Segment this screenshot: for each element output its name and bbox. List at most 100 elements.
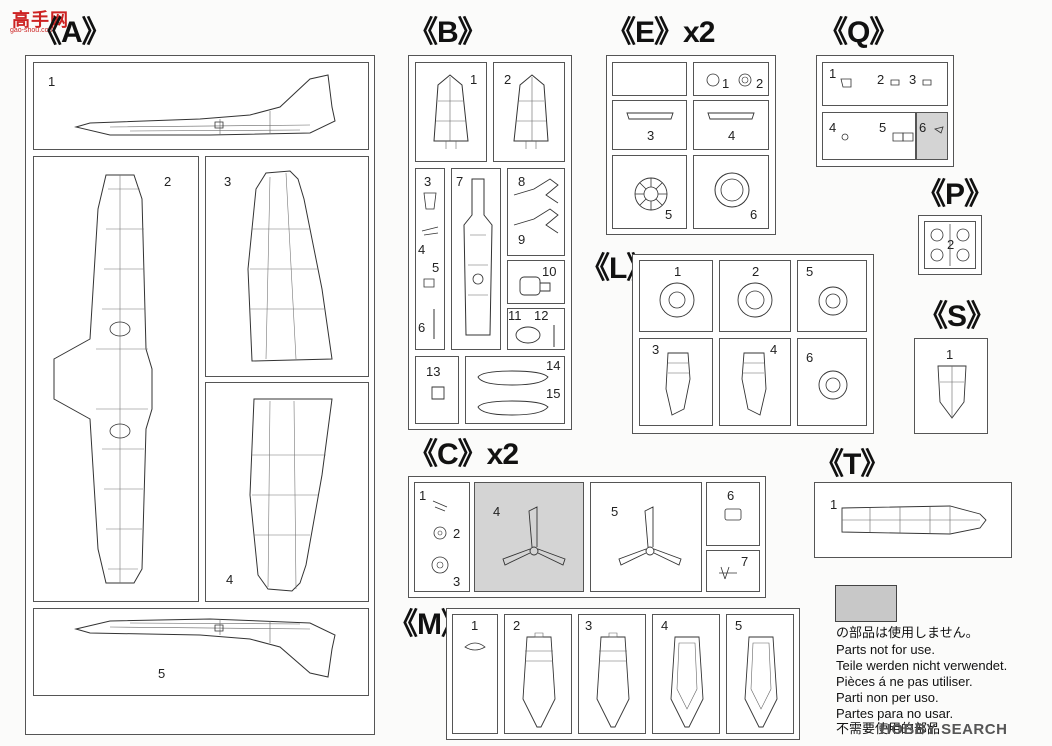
tail-fin-left-drawing: [428, 71, 472, 151]
sprue-q-parts-4-5-cell: 4 5: [822, 112, 916, 160]
sprue-q-parts-1-3-cell: 1 2 3: [822, 62, 948, 106]
part-number: 3: [585, 618, 593, 633]
sprue-a-part-5-cell: 5: [33, 608, 369, 696]
sprue-e-header: 《E》x2: [606, 16, 715, 49]
small-q-parts-drawing: [839, 75, 943, 91]
radial-engine-drawing: [631, 174, 671, 214]
sprue-b-part-7-cell: 7: [451, 168, 501, 350]
part-number: 1: [471, 618, 479, 633]
sprue-c-header: 《C》x2: [408, 438, 519, 471]
sprue-a-part-1-cell: 1: [33, 62, 369, 150]
sprue-e-part-6-cell: 6: [693, 155, 769, 229]
part-number: 1: [946, 347, 954, 362]
sprue-m-part-2-cell: 2: [504, 614, 572, 734]
part-number: 1: [419, 488, 427, 503]
part-number: 6: [919, 120, 927, 135]
sprue-p-header: 《P》: [916, 178, 994, 211]
part-number: 5: [611, 504, 619, 519]
part-number: 2: [947, 237, 955, 252]
sprue-c-part-4-unused-cell: 4: [474, 482, 584, 592]
canopy-drawing: [932, 362, 972, 422]
nacelle-part-m5-drawing: [741, 629, 781, 731]
sprue-c-part-5-cell: 5: [590, 482, 702, 592]
engine-nacelle-right-drawing: [736, 349, 772, 421]
part-number: 2: [756, 76, 764, 91]
cowling-front-drawing: [656, 279, 698, 321]
spinner-parts-drawing: [429, 497, 459, 581]
part-number: 2: [513, 618, 521, 633]
three-blade-propeller-2-drawing: [617, 503, 683, 569]
part-number: 2: [504, 72, 512, 87]
sprue-l-part-2-cell: 2: [719, 260, 791, 332]
cowling-flap-2-drawing: [814, 365, 852, 405]
sprue-a-part-2-cell: 2: [33, 156, 199, 602]
part-number: 6: [418, 320, 426, 335]
sprue-b-parts-14-15-cell: 14 15: [465, 356, 565, 424]
sprue-l-part-4-cell: 4: [719, 338, 791, 426]
sprue-e-part-4-cell: 4: [693, 100, 769, 150]
sprue-m-part-1-cell: 1: [452, 614, 498, 734]
part-number: 3: [424, 174, 432, 189]
cowling-flap-drawing: [814, 281, 852, 321]
tail-fin-right-drawing: [510, 71, 554, 151]
sprue-c-part-7-cell: 7: [706, 550, 760, 592]
sprue-l-part-1-cell: 1: [639, 260, 713, 332]
part-number: 3: [224, 174, 232, 189]
landing-gear-drawing: [510, 175, 564, 245]
part-number: 7: [741, 554, 749, 569]
part-number: 2: [752, 264, 760, 279]
part-4-drawing: [706, 109, 756, 123]
sprue-e-part-3-cell: 3: [612, 100, 687, 150]
sprue-l-part-6-cell: 6: [797, 338, 867, 426]
part-number: 13: [426, 364, 441, 379]
sprue-m-part-3-cell: 3: [578, 614, 646, 734]
fuselage-half-right-drawing: [70, 615, 360, 685]
part-number: 14: [546, 358, 561, 373]
part-number: 4: [770, 342, 778, 357]
part-number: 4: [661, 618, 669, 633]
sprue-m-part-4-cell: 4: [652, 614, 720, 734]
legend-line-it: Parti non per uso.: [836, 690, 939, 705]
legend-line-zh: 不需要使用的部品: [836, 721, 941, 736]
sprue-b-header: 《B》: [408, 16, 488, 49]
legend-line-en: Parts not for use.: [836, 642, 935, 657]
part-c7-drawing: [715, 563, 745, 585]
part-number: 4: [418, 242, 426, 257]
part-number: 5: [665, 207, 673, 222]
sprue-b-parts-8-9-cell: 8 9: [507, 168, 565, 256]
part-number: 4: [829, 120, 837, 135]
sprue-a-part-3-cell: 3: [205, 156, 369, 377]
part-3-drawing: [625, 109, 675, 123]
part-number: 3: [652, 342, 660, 357]
lower-wing-drawing: [48, 169, 158, 589]
logo-text: 高手网: [12, 10, 69, 30]
legend-line-es: Partes para no usar.: [836, 706, 954, 721]
cowling-ring-drawing: [712, 170, 752, 210]
legend-line-ja: の部品は使用しません。: [836, 625, 979, 640]
part-number: 12: [534, 308, 549, 323]
part-number: 6: [750, 207, 758, 222]
sprue-a-part-4-cell: 4: [205, 382, 369, 602]
part-number: 5: [879, 120, 887, 135]
drop-tanks-drawing: [472, 367, 552, 419]
sprue-e-empty-cell: [612, 62, 687, 96]
logo-url: gao-shou.com: [10, 27, 55, 34]
part-number: 4: [493, 504, 501, 519]
cowling-front-2-drawing: [734, 279, 776, 321]
engine-part-drawing: [516, 271, 552, 301]
part-number: 3: [453, 574, 461, 589]
part-number: 2: [453, 526, 461, 541]
sprue-t-header: 《T》: [814, 448, 890, 481]
wheels-drawing: [927, 224, 973, 266]
small-q-parts-4-5-drawing: [841, 131, 915, 145]
nacelle-part-m2-drawing: [519, 629, 559, 731]
small-parts-drawing: [420, 189, 442, 349]
part-number: 1: [48, 74, 56, 89]
upper-wing-right-drawing: [246, 169, 346, 369]
sprue-c-part-6-cell: 6: [706, 482, 760, 546]
part-number: 15: [546, 386, 561, 401]
small-parts-11-12-drawing: [512, 323, 562, 349]
part-number: 5: [806, 264, 814, 279]
part-number: 6: [806, 350, 814, 365]
part-number: 6: [727, 488, 735, 503]
